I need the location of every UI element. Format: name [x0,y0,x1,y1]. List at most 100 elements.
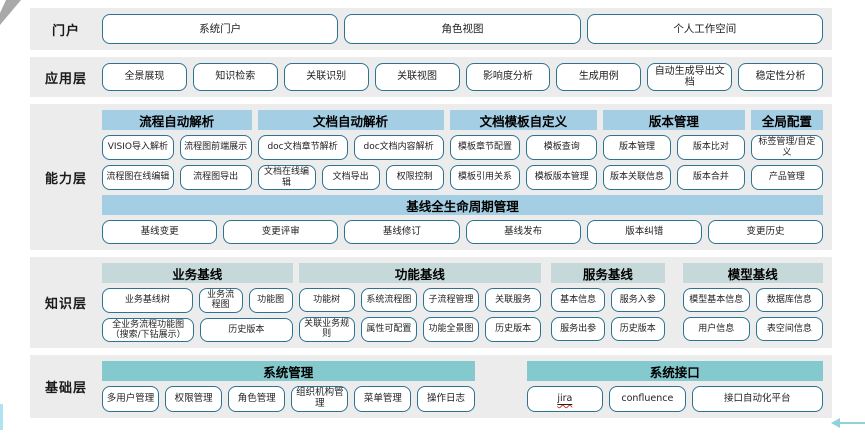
module-button[interactable]: 权限控制 [385,165,444,190]
module-button[interactable]: 生成用例 [556,63,642,91]
module-button[interactable]: 服务出参 [551,317,605,341]
group-header: 业务基线 [102,263,293,283]
misspelled-text: jira [557,393,572,405]
module-group: 服务基线基本信息服务入参服务出参历史版本 [551,263,665,342]
module-button[interactable]: 标签管理/自定义 [750,135,823,160]
layer-foundation: 基础层系统管理多用户管理权限管理角色管理组织机构管理菜单管理操作日志 系统接口 ji… [30,355,832,419]
module-button[interactable]: 全业务流程功能图（搜索/下钻展示） [102,317,195,343]
layer-app: 应用层全景展现知识检索关联识别关联视图影响度分析生成用例自动生成导出文档稳定性分… [30,57,832,97]
module-button[interactable]: 组织机构管理 [291,386,349,413]
button-row: 标签管理/自定义 [750,135,823,160]
module-button[interactable]: 自动生成导出文档 [647,63,733,91]
layer-label-capability: 能力层 [44,171,87,187]
module-button[interactable]: 多用户管理 [102,386,160,413]
button-row: 模板引用关系模板版本管理 [449,165,598,190]
module-button[interactable]: VISIO导入解析 [102,135,174,160]
slide-edge-line [0,404,3,430]
module-group: 模型基线模型基本信息数据库信息用户信息表空间信息 [682,263,823,342]
group-header: 服务基线 [551,263,665,283]
module-button[interactable]: 产品管理 [750,165,823,190]
module-button[interactable]: 操作日志 [417,386,475,413]
module-button[interactable]: 系统流程图 [360,288,417,312]
button-row: 版本管理版本比对 [603,135,745,160]
module-button[interactable]: 基本信息 [551,288,605,312]
module-button[interactable]: 角色视图 [344,14,581,44]
module-button[interactable]: 流程图前端展示 [179,135,252,160]
module-button[interactable]: 功能树 [298,288,355,312]
module-button[interactable]: 关联识别 [283,63,369,91]
module-button[interactable]: 基线修订 [344,220,460,244]
button-row: 全业务流程功能图（搜索/下钻展示）历史版本 [102,317,293,343]
module-button[interactable]: 版本纠错 [586,220,702,244]
button-row: 服务出参历史版本 [551,317,665,341]
module-button[interactable]: 知识检索 [192,63,278,91]
module-button[interactable]: 系统门户 [102,14,339,44]
module-button[interactable]: 基线变更 [102,220,218,244]
group-header: 模型基线 [682,263,823,283]
layer-label-portal: 门户 [51,23,80,39]
module-button[interactable]: 流程图在线编辑 [102,165,174,190]
module-button[interactable]: 服务入参 [610,288,665,312]
module-button[interactable]: 接口自动化平台 [691,386,823,413]
module-button[interactable]: 业务基线树 [102,288,193,313]
button-row: 基线变更变更评审基线修订基线发布版本纠错变更历史 [102,220,824,244]
button-row: 用户信息表空间信息 [682,317,823,341]
module-button[interactable]: 影响度分析 [465,63,551,91]
module-button[interactable]: 模板版本管理 [526,165,598,190]
group-header: 功能基线 [298,263,542,283]
module-button[interactable]: 历史版本 [200,317,293,343]
module-button[interactable]: 功能图 [248,288,293,313]
module-button[interactable]: 属性可配置 [360,317,417,342]
module-button[interactable]: 全景展现 [102,63,187,91]
module-button[interactable]: 表空间信息 [755,317,823,341]
module-button[interactable]: 关联业务规则 [298,317,355,342]
module-button[interactable]: 用户信息 [682,317,750,341]
module-button[interactable]: 菜单管理 [354,386,412,413]
module-button[interactable]: confluence [609,386,686,413]
module-button[interactable]: 模型基本信息 [682,288,750,312]
button-row: 全景展现知识检索关联识别关联视图影响度分析生成用例自动生成导出文档稳定性分析 [102,63,823,91]
module-button[interactable]: 基线发布 [465,220,581,244]
module-button[interactable]: 关联视图 [374,63,460,91]
module-button[interactable]: 数据库信息 [755,288,823,312]
module-button[interactable]: doc文档章节解析 [257,135,348,160]
module-button[interactable]: doc文档内容解析 [353,135,444,160]
module-button[interactable]: 版本合并 [676,165,745,190]
layer-label-foundation: 基础层 [44,381,87,397]
module-button[interactable]: 模板引用关系 [449,165,521,190]
module-button[interactable]: 版本管理 [603,135,671,160]
module-button[interactable]: 业务流程图 [198,288,243,313]
corner-decoration [0,0,21,25]
module-button[interactable]: 权限管理 [165,386,223,413]
module-button[interactable]: 历史版本 [485,317,542,342]
module-button[interactable]: 稳定性分析 [738,63,823,91]
module-button[interactable]: 个人工作空间 [586,14,823,44]
module-button[interactable]: 流程图导出 [179,165,252,190]
module-button[interactable]: 版本关联信息 [603,165,671,190]
module-button[interactable]: 变更历史 [707,220,824,244]
module-group: 系统管理多用户管理权限管理角色管理组织机构管理菜单管理操作日志 [102,361,475,413]
module-button[interactable]: 版本比对 [676,135,745,160]
module-button[interactable]: 文档导出 [321,165,380,190]
module-button[interactable]: jira [526,386,604,413]
module-button[interactable]: 变更评审 [223,220,339,244]
module-button[interactable]: 文档在线编辑 [257,165,316,190]
module-button[interactable]: 历史版本 [610,317,665,341]
module-button[interactable]: 子流程管理 [422,288,480,312]
group-header: 文档模板自定义 [449,110,598,130]
button-row: 基本信息服务入参 [551,288,665,312]
button-row: 业务基线树业务流程图功能图 [102,288,293,313]
module-button[interactable]: 角色管理 [228,386,286,413]
button-row: 流程图在线编辑流程图导出 [102,165,252,190]
module-button[interactable]: 模板章节配置 [449,135,521,160]
module-button[interactable]: 模板查询 [526,135,598,160]
module-button[interactable]: 功能全景图 [422,317,480,342]
module-button[interactable]: 关联服务 [485,288,542,312]
group-header: 系统接口 [526,361,823,382]
